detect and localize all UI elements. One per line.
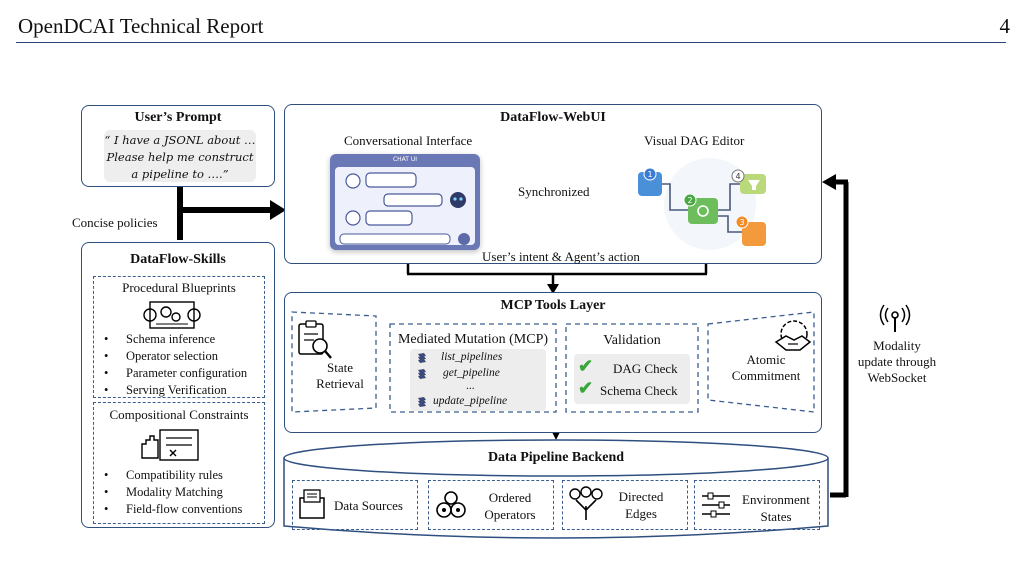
backend-item-label: Data Sources — [334, 498, 403, 513]
constraint-item: Modality Matching — [104, 485, 223, 500]
constraint-item: Field-flow conventions — [104, 502, 242, 517]
validation-item: Schema Check — [600, 383, 678, 398]
backend-item-box — [694, 480, 820, 530]
chat-ui-header: CHAT UI — [392, 156, 418, 163]
user-prompt-panel: User’s Prompt “ I have a JSONL about … P… — [81, 105, 275, 187]
checkmark-icon: ✔ — [578, 378, 594, 398]
user-prompt-title: User’s Prompt — [134, 110, 222, 125]
mcp-dashed-frames — [291, 311, 815, 413]
backend-item-label: Environment — [742, 492, 810, 507]
mutation-item: ... — [466, 380, 475, 392]
chat-ui-content — [339, 172, 470, 245]
visual-dag-editor-label: Visual DAG Editor — [644, 133, 745, 148]
websocket-line: WebSocket — [867, 370, 927, 385]
backend-item-box — [562, 480, 688, 530]
mutation-list-bg — [410, 349, 546, 411]
state-retrieval-line2: Retrieval — [316, 376, 364, 391]
page-number: 4 — [999, 14, 1011, 38]
prompt-line-1: “ I have a JSONL about … — [104, 133, 256, 147]
header-rule — [16, 42, 1006, 43]
backend-item-label: Edges — [625, 506, 657, 521]
mutation-item: get_pipeline — [443, 367, 500, 379]
mutation-item: update_pipeline — [433, 395, 508, 407]
skills-title: DataFlow-Skills — [130, 252, 226, 267]
backend-item-label: Ordered — [488, 490, 532, 505]
backend-item-label: Operators — [484, 507, 536, 522]
mcp-panel: MCP Tools Layer — [284, 292, 822, 433]
blueprint-item: Serving Verification — [104, 383, 227, 398]
prompt-line-2: Please help me construct — [106, 150, 254, 164]
backend-title: Data Pipeline Backend — [487, 450, 625, 465]
atomic-line2: Commitment — [731, 368, 801, 383]
validation-item: DAG Check — [613, 361, 678, 376]
backend-cylinder — [283, 439, 829, 539]
report-title: OpenDCAI Technical Report — [18, 14, 264, 38]
blueprint-item: Parameter configuration — [104, 366, 247, 381]
backend-item-box — [428, 480, 554, 530]
concise-policies-label: Concise policies — [72, 215, 158, 230]
validation-title: Validation — [603, 333, 661, 348]
dag-node-3: 3 — [739, 218, 744, 227]
webui-title: DataFlow-WebUI — [500, 110, 606, 125]
conversational-interface-label: Conversational Interface — [344, 133, 473, 148]
constraints-title: Compositional Constraints — [109, 407, 249, 422]
intent-action-label: User’s intent & Agent’s action — [482, 249, 640, 264]
dag-editor-graphic: 1 2 4 3 — [638, 158, 766, 250]
websocket-line: Modality — [873, 338, 921, 353]
blueprints-title: Procedural Blueprints — [122, 280, 236, 295]
backend-item-label: Directed — [618, 489, 664, 504]
synchronized-label: Synchronized — [518, 184, 590, 199]
backend-item-label: States — [760, 509, 792, 524]
validation-list-bg — [574, 354, 690, 404]
dag-node-2: 2 — [687, 196, 692, 205]
mcp-title: MCP Tools Layer — [500, 298, 606, 313]
dag-node-1: 1 — [647, 170, 652, 179]
mediated-mutation-title: Mediated Mutation (MCP) — [397, 332, 549, 347]
websocket-line: update through — [857, 354, 937, 369]
constraints-box — [93, 402, 265, 524]
dag-node-4: 4 — [735, 172, 740, 181]
atomic-line1: Atomic — [746, 352, 786, 367]
blueprint-item: Operator selection — [104, 349, 218, 364]
backend-item-box — [292, 480, 418, 530]
checkmark-icon: ✔ — [578, 356, 594, 376]
state-retrieval-line1: State — [327, 360, 353, 375]
prompt-bubble — [104, 130, 256, 182]
constraint-item: Compatibility rules — [104, 468, 223, 483]
mutation-item: list_pipelines — [441, 351, 503, 363]
prompt-line-3: a pipeline to ….” — [131, 167, 229, 181]
blueprint-item: Schema inference — [104, 332, 215, 347]
